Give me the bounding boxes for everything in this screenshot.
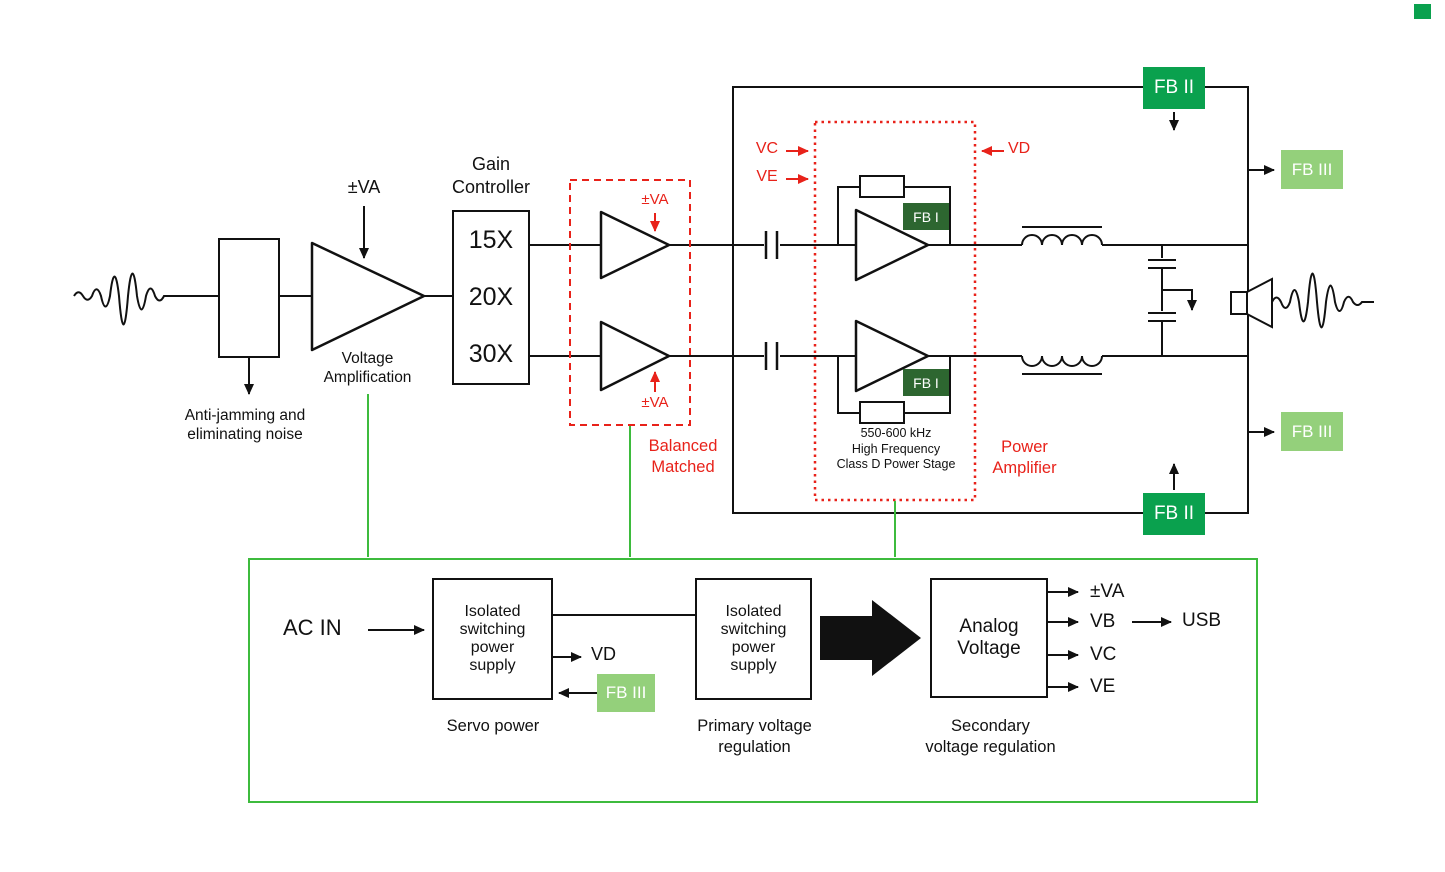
input-waveform <box>73 272 218 326</box>
anti-jamming-label: Anti-jamming and eliminating noise <box>184 407 306 444</box>
speaker-icon <box>1230 277 1273 329</box>
gain-controller-title: Gain Controller <box>451 154 531 197</box>
servo-power-caption: Servo power <box>446 717 540 735</box>
voltage-amplification-label: Voltage Amplification <box>323 350 412 387</box>
class-d-caption: 550-600 kHz High Frequency Class D Power… <box>836 426 956 472</box>
power-amp-top-triangle <box>854 208 930 282</box>
fb2-bottom-badge: FB II <box>1143 493 1205 535</box>
gain-option-15x[interactable]: 15X <box>468 226 514 254</box>
class-d-dotted-box <box>813 120 977 502</box>
voltage-amp-triangle <box>310 241 426 352</box>
vd-output-label: VD <box>591 644 617 664</box>
amplifier-triangles <box>310 208 930 393</box>
vc-label: VC <box>755 140 779 157</box>
secondary-regulation-caption: Secondary voltage regulation <box>925 717 1056 756</box>
primary-regulation-caption: Primary voltage regulation <box>697 717 812 756</box>
output-inductors <box>1021 226 1103 375</box>
primary-regulation-box: Isolated switching power supply <box>695 578 812 700</box>
power-flow-arrow <box>820 600 921 676</box>
corner-mark <box>1414 4 1431 19</box>
ve-label: VE <box>756 168 778 185</box>
signal-wires <box>280 244 1248 616</box>
balanced-va-bottom-label: ±VA <box>641 394 669 411</box>
fb3-bottom-badge: FB III <box>1281 412 1343 451</box>
output-waveform <box>1271 272 1374 329</box>
output-vb-label: VB <box>1090 611 1116 632</box>
balanced-va-top-label: ±VA <box>641 191 669 208</box>
black-arrows <box>244 112 1275 698</box>
fb1-bottom-badge: FB I <box>903 369 949 396</box>
fb2-top-badge: FB II <box>1143 67 1205 109</box>
output-capacitor-network <box>1148 245 1197 356</box>
anti-jamming-box <box>218 238 280 358</box>
power-amplifier-label: Power Amplifier <box>992 438 1057 477</box>
analog-voltage-box: Analog Voltage <box>930 578 1048 698</box>
power-amp-bottom-triangle <box>854 319 930 393</box>
feedback-resistor-loops <box>837 175 951 424</box>
servo-power-box: Isolated switching power supply <box>432 578 553 700</box>
gain-controller-box: 15X 20X 30X <box>452 210 530 385</box>
va-supply-label: ±VA <box>347 177 381 197</box>
usb-label: USB <box>1182 610 1222 631</box>
gain-option-30x[interactable]: 30X <box>468 340 514 368</box>
balanced-amp-top-triangle <box>599 210 671 280</box>
balanced-amp-bottom-triangle <box>599 320 671 392</box>
output-ve-label: VE <box>1090 676 1116 697</box>
green-connectors <box>367 394 896 557</box>
red-arrows <box>650 146 1004 392</box>
balanced-matched-dashed-box <box>569 179 691 426</box>
ac-in-label: AC IN <box>283 615 342 640</box>
power-supply-section-box <box>248 558 1258 803</box>
output-vc-label: VC <box>1090 644 1117 665</box>
fb3-top-badge: FB III <box>1281 150 1343 189</box>
vd-label: VD <box>1008 140 1031 157</box>
fb1-top-badge: FB I <box>903 203 949 230</box>
balanced-matched-label: Balanced Matched <box>648 437 718 476</box>
fb3-input-badge: FB III <box>597 674 655 712</box>
gain-option-20x[interactable]: 20X <box>468 283 514 311</box>
coupling-capacitors <box>764 231 779 370</box>
output-va-label: ±VA <box>1090 581 1125 602</box>
